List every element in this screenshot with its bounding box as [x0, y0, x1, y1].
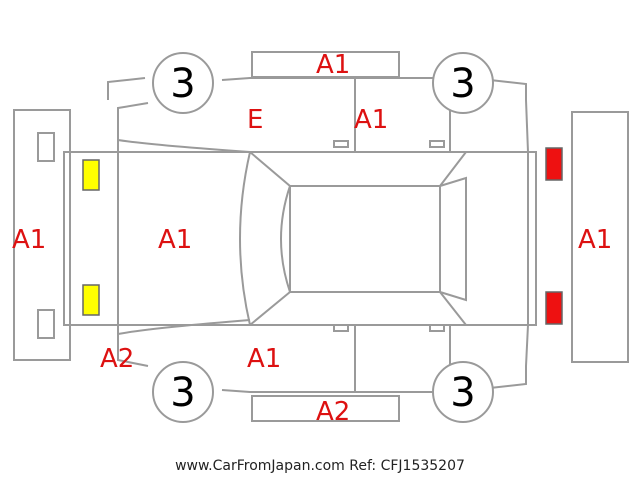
wheel-front-left	[152, 52, 214, 114]
front-bumper-notch-bottom	[37, 309, 55, 339]
windshield-outer	[239, 151, 251, 326]
wheel-numbers: 3 3 3 3	[170, 61, 475, 416]
damage-label-front-bumper: A1	[12, 225, 46, 255]
footer-reference: www.CarFromJapan.com Ref: CFJ1535207	[175, 458, 465, 474]
wheel-front-right	[152, 361, 214, 423]
door-handle	[429, 324, 445, 332]
damage-label-hood: A1	[158, 225, 192, 255]
bottom-fender-line	[117, 319, 251, 335]
wheel-number: 3	[450, 61, 475, 107]
front-bumper-notch-top	[37, 132, 55, 162]
wheel-rear-right	[432, 361, 494, 423]
rear-light-marker-top	[545, 147, 563, 181]
top-side-profile	[107, 77, 529, 153]
damage-label-top-strip: A1	[316, 50, 350, 80]
car-outline	[13, 51, 629, 422]
rear-quarter	[466, 151, 529, 326]
body-outline	[63, 151, 537, 326]
rear-bumper-panel	[571, 111, 629, 363]
damage-label-bottom-strip: A2	[316, 397, 350, 427]
roof-panel	[289, 185, 441, 293]
bottom-strip	[251, 395, 400, 422]
door-handle	[333, 324, 349, 332]
damage-label-left-front-door: E	[247, 105, 263, 135]
damage-label-rear-bumper: A1	[578, 225, 612, 255]
wheels	[152, 52, 494, 423]
wheel-number: 3	[450, 370, 475, 416]
wheel-number: 3	[170, 370, 195, 416]
front-light-marker-bottom	[82, 284, 100, 316]
windshield-inner	[280, 185, 291, 293]
front-light-marker-top	[82, 159, 100, 191]
damage-label-right-front-door: A1	[247, 344, 281, 374]
light-markers	[82, 147, 563, 325]
bottom-side-profile	[117, 324, 529, 393]
damage-label-front-corner-right: A2	[100, 344, 134, 374]
door-handle	[333, 140, 349, 148]
windshield-top-edge	[249, 151, 467, 187]
wheel-rear-left	[432, 52, 494, 114]
rear-window	[439, 176, 467, 302]
top-strip	[251, 51, 400, 78]
door-handle	[429, 140, 445, 148]
rear-light-marker-bottom	[545, 291, 563, 325]
front-bumper-panel	[13, 109, 71, 361]
windshield-bottom-edge	[249, 291, 467, 326]
damage-labels: A1 E A1 A1 A1 A1 A2 A1 A2	[12, 50, 612, 427]
damage-label-left-rear-door: A1	[354, 105, 388, 135]
wheel-number: 3	[170, 61, 195, 107]
top-fender-line	[117, 139, 251, 153]
